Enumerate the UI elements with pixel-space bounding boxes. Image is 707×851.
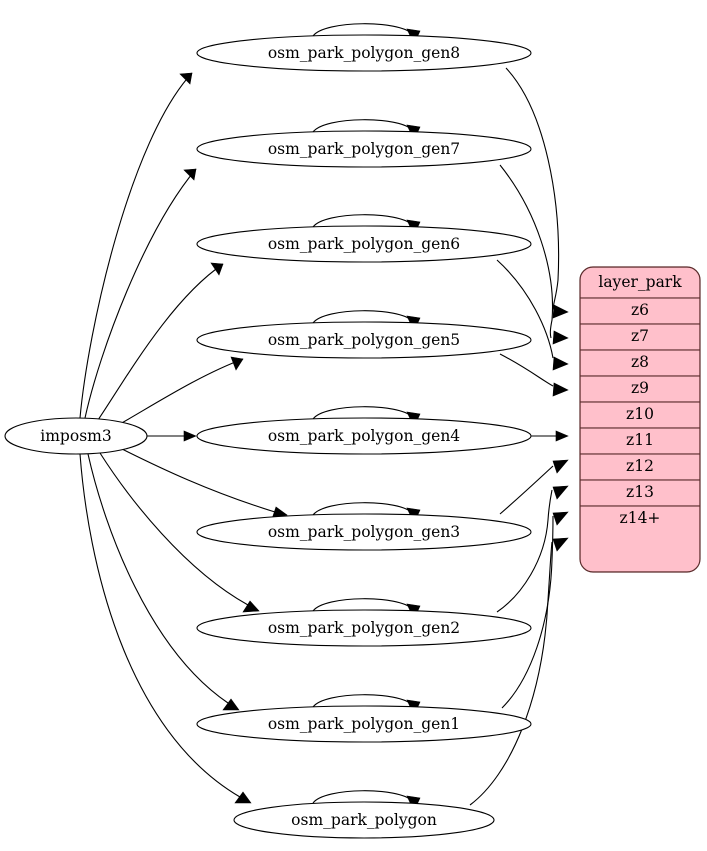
imposm3-ellipse[interactable]: [4, 417, 148, 455]
gen3-ellipse[interactable]: [196, 513, 532, 551]
node-osm_park_polygon_gen5[interactable]: osm_park_polygon_gen5: [196, 321, 532, 359]
node-imposm3[interactable]: imposm3: [4, 417, 148, 455]
polygon-label: osm_park_polygon: [291, 811, 437, 829]
edge-imposm3-to-polygon: [79, 453, 241, 798]
layer-park-row-cell-z14[interactable]: [580, 505, 700, 572]
self-loop-gen8: [312, 23, 413, 37]
gen7-label: osm_park_polygon_gen7: [268, 140, 460, 158]
arrow-gen5-to-z9: [552, 382, 569, 397]
imposm3-label: imposm3: [40, 427, 111, 445]
edge-imposm3-to-gen1: [87, 453, 229, 704]
arrow-gen6-to-z8: [552, 356, 569, 371]
arrow-gen1-to-z13: [552, 511, 569, 526]
gen5-label: osm_park_polygon_gen5: [268, 331, 460, 349]
layer-park-row-label-z8: z8: [631, 353, 649, 371]
arrow-imposm3-to-gen7: [183, 168, 197, 181]
node-osm_park_polygon_gen8[interactable]: osm_park_polygon_gen8: [196, 34, 532, 72]
self-loop-gen4: [312, 406, 413, 420]
gen1-label: osm_park_polygon_gen1: [268, 715, 460, 733]
layer-park-row-cell-z7[interactable]: [580, 323, 700, 351]
layer-park-row-label-z9: z9: [631, 379, 649, 397]
edge-gen2-to-z12: [496, 489, 553, 613]
self-loop-gen3: [312, 502, 413, 516]
arrow-imposm3-to-gen2: [242, 600, 260, 613]
gen8-label: osm_park_polygon_gen8: [268, 44, 460, 62]
arrow-gen7-to-z7: [552, 330, 569, 345]
gen3-label: osm_park_polygon_gen3: [268, 523, 460, 541]
edge-gen1-to-z13: [501, 515, 554, 709]
node-osm_park_polygon_gen3[interactable]: osm_park_polygon_gen3: [196, 513, 532, 551]
layer-park-row-cell-z10[interactable]: [580, 401, 700, 429]
edge-imposm3-to-gen8: [79, 72, 193, 419]
layer-park-row-label-z12: z12: [626, 457, 654, 475]
self-loop-gen6: [312, 214, 413, 228]
arrow-gen3-to-z11: [552, 459, 569, 474]
arrow-gen4-to-z10: [555, 430, 569, 442]
layer-park-header-cell[interactable]: [580, 267, 700, 299]
layer-park-row-label-z6: z6: [631, 301, 649, 319]
node-layer-park[interactable]: layer_park z6 z7 z8 z9 z10 z11 z12 z13 z…: [579, 266, 701, 573]
arrow-imposm3-to-gen8: [179, 72, 193, 85]
node-osm_park_polygon_gen2[interactable]: osm_park_polygon_gen2: [196, 609, 532, 647]
edge-imposm3-to-gen3: [119, 447, 276, 513]
node-osm_park_polygon[interactable]: osm_park_polygon: [233, 801, 495, 839]
layer-park-row-label-z13: z13: [626, 483, 654, 501]
gen2-label: osm_park_polygon_gen2: [268, 619, 460, 637]
edge-gen5-to-z9: [499, 353, 554, 387]
gen8-ellipse[interactable]: [196, 34, 532, 72]
self-loop-polygon: [312, 790, 413, 804]
arrow-imposm3-to-gen5: [230, 356, 244, 371]
layer-park-row-cell-z8[interactable]: [580, 349, 700, 377]
self-loop-gen7: [312, 119, 413, 133]
edge-polygon-to-z14: [469, 541, 553, 806]
self-loop-gen1: [312, 694, 413, 708]
arrow-gen8-to-z6: [552, 304, 569, 319]
gen2-ellipse[interactable]: [196, 609, 532, 647]
arrow-imposm3-to-polygon: [234, 791, 252, 804]
layer-park-row-label-z10: z10: [626, 405, 654, 423]
self-loop-gen5: [312, 310, 413, 324]
node-osm_park_polygon_gen4[interactable]: osm_park_polygon_gen4: [196, 417, 532, 455]
gen6-label: osm_park_polygon_gen6: [268, 235, 460, 253]
layer-park-row-label-z14: z14+: [620, 509, 661, 527]
gen4-label: osm_park_polygon_gen4: [268, 427, 460, 445]
layer-park-row-cell-z6[interactable]: [580, 297, 700, 325]
layer-park-header-label: layer_park: [598, 273, 682, 291]
edge-gen6-to-z8: [496, 259, 554, 359]
arrow-gen2-to-z12: [552, 485, 569, 500]
edge-gen8-to-z6: [505, 67, 560, 311]
arrow-polygon-to-z14: [552, 537, 569, 552]
edge-imposm3-to-gen7: [84, 168, 197, 419]
layer-park-row-label-z7: z7: [631, 327, 649, 345]
arrow-imposm3-to-gen4: [183, 430, 197, 442]
edge-gen3-to-z11: [499, 465, 554, 515]
edge-imposm3-to-gen6: [97, 263, 224, 421]
edge-imposm3-to-gen5: [119, 358, 244, 425]
layer-park-row-cell-z11[interactable]: [580, 427, 700, 455]
gen5-ellipse[interactable]: [196, 321, 532, 359]
edge-group-tables-to-layer: [469, 67, 569, 806]
arrow-imposm3-to-gen1: [222, 698, 240, 711]
gen6-ellipse[interactable]: [196, 225, 532, 263]
gen7-ellipse[interactable]: [196, 130, 532, 168]
node-osm_park_polygon_gen6[interactable]: osm_park_polygon_gen6: [196, 225, 532, 263]
edge-imposm3-to-gen2: [99, 452, 249, 606]
layer-park-row-label-z11: z11: [626, 431, 654, 449]
gen4-ellipse[interactable]: [196, 417, 532, 455]
gen1-ellipse[interactable]: [196, 705, 532, 743]
edge-group-source-to-tables: [79, 72, 288, 804]
polygon-ellipse[interactable]: [233, 801, 495, 839]
node-osm_park_polygon_gen1[interactable]: osm_park_polygon_gen1: [196, 705, 532, 743]
layer-park-outline: [579, 266, 701, 573]
node-osm_park_polygon_gen7[interactable]: osm_park_polygon_gen7: [196, 130, 532, 168]
self-loop-gen2: [312, 598, 413, 612]
arrow-imposm3-to-gen6: [210, 262, 224, 276]
edge-gen7-to-z7: [499, 164, 554, 339]
